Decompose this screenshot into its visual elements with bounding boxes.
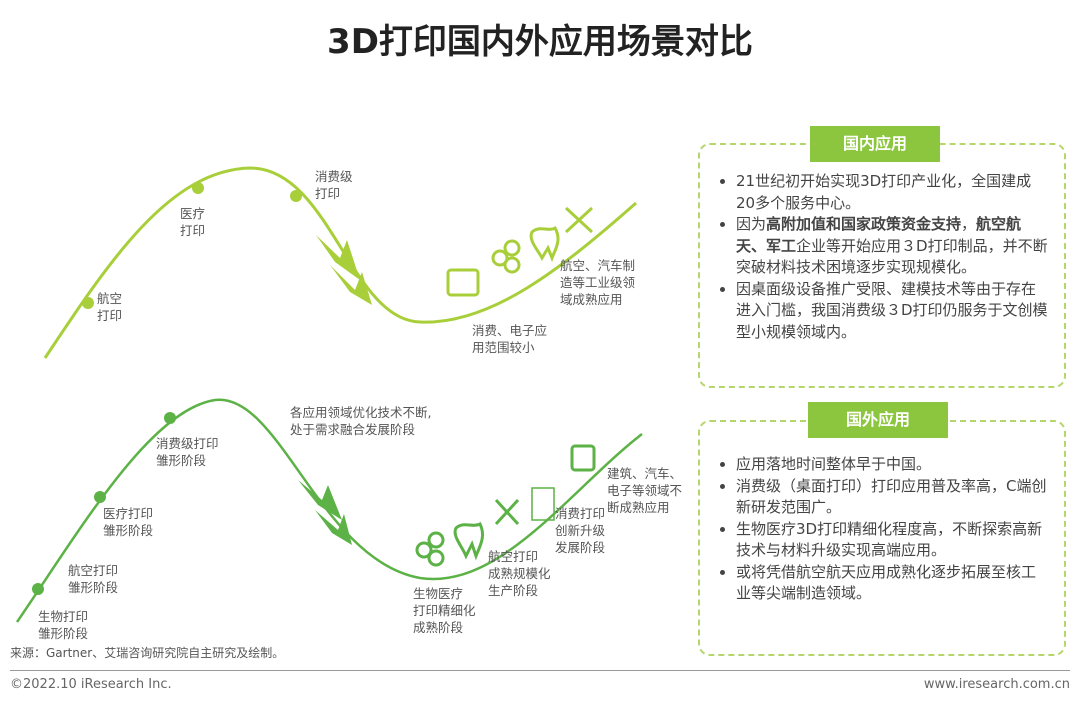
domestic-header: 国内应用	[810, 126, 940, 162]
arrow-icon	[316, 235, 372, 305]
foreign-item: 或将凭借航空航天应用成熟化逐步拓展至核工业等尖端制造领域。	[736, 562, 1050, 605]
source-note: 来源：Gartner、艾瑞咨询研究院自主研究及绘制。	[10, 646, 285, 660]
3d-printer-icon	[531, 487, 555, 521]
curve-label: 航空、汽车制 造等工业级领 域成熟应用	[560, 258, 636, 307]
curve-label: 航空打印 成熟规模化 生产阶段	[488, 549, 551, 598]
airplane-icon	[494, 498, 520, 526]
domestic-item: 因为高附加值和国家政策资金支持，航空航天、军工企业等开始应用３D打印制品，并不断…	[736, 214, 1050, 279]
curves-diagram	[15, 166, 643, 623]
foreign-panel: 应用落地时间整体早于中国。 消费级（桌面打印）打印应用普及率高，C端创新研发范围…	[698, 420, 1066, 656]
foreign-curve	[15, 398, 643, 623]
curve-label: 生物打印 雏形阶段	[38, 609, 89, 641]
tooth-icon	[453, 521, 484, 561]
curve-label: 航空打印 雏形阶段	[68, 563, 119, 595]
domestic-curve	[43, 166, 637, 359]
molecule-icon	[415, 531, 445, 567]
foreign-header: 国外应用	[808, 402, 948, 438]
curve-label: 建筑、汽车、 电子等领域不 断成熟应用	[607, 466, 683, 515]
page-title: 3D打印国内外应用场景对比	[327, 22, 753, 62]
curve-label: 消费级打印 雏形阶段	[156, 436, 219, 468]
arrow-icon	[298, 480, 352, 545]
curve-dot	[82, 297, 94, 309]
curve-dot	[290, 190, 302, 202]
domestic-item: 21世纪初开始实现3D打印产业化，全国建成20多个服务中心。	[736, 171, 1050, 214]
curve-label: 各应用领域优化技术不断, 处于需求融合发展阶段	[290, 405, 432, 437]
curve-dot	[32, 583, 44, 595]
shoe-icon	[446, 268, 480, 297]
curve-dot	[94, 491, 106, 503]
copyright: ©2022.10 iResearch Inc.	[10, 677, 172, 692]
curve-dot	[192, 182, 204, 194]
curve-label: 消费、电子应 用范围较小	[472, 323, 548, 355]
curve-label: 生物医疗 打印精细化 成熟阶段	[413, 586, 476, 635]
curve-label: 医疗打印 雏形阶段	[103, 506, 154, 538]
domestic-panel: 21世纪初开始实现3D打印产业化，全国建成20多个服务中心。 因为高附加值和国家…	[698, 143, 1066, 388]
bus-icon	[570, 444, 596, 472]
curve-label: 消费打印 创新升级 发展阶段	[555, 506, 606, 555]
curve-dot	[164, 412, 176, 424]
website-link[interactable]: www.iresearch.com.cn	[923, 677, 1070, 692]
foreign-item: 生物医疗3D打印精细化程度高，不断探索高新技术与材料升级实现高端应用。	[736, 519, 1050, 562]
curve-label: 航空 打印	[97, 291, 123, 323]
airplane-icon	[564, 206, 594, 234]
foreign-item: 消费级（桌面打印）打印应用普及率高，C端创新研发范围广。	[736, 476, 1050, 519]
tooth-icon	[529, 225, 560, 263]
molecule-icon	[491, 239, 521, 274]
divider	[10, 670, 1070, 671]
curve-label: 医疗 打印	[180, 206, 206, 238]
foreign-item: 应用落地时间整体早于中国。	[736, 454, 1050, 476]
domestic-item: 因桌面级设备推广受限、建模技术等由于存在进入门槛，我国消费级３D打印仍服务于文创…	[736, 279, 1050, 344]
curve-label: 消费级 打印	[315, 169, 353, 201]
